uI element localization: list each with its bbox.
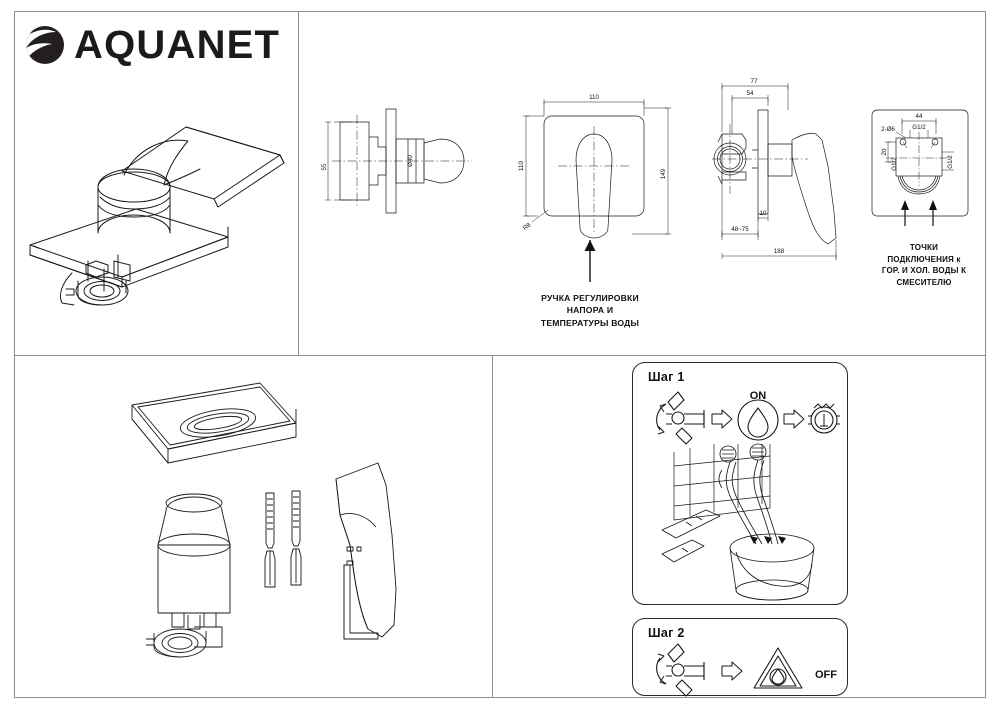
aquanet-sphere-icon bbox=[22, 22, 68, 68]
divider-vertical-bottom bbox=[492, 356, 493, 697]
brand-name: AQUANET bbox=[74, 23, 281, 67]
handle-caption-line-3: ТЕМПЕРАТУРЫ ВОДЫ bbox=[540, 317, 640, 328]
concealed-valve-body-icon bbox=[146, 493, 231, 658]
thread-right-text: G1/2 bbox=[947, 155, 954, 169]
arrow-right-icon bbox=[783, 409, 805, 429]
parts-exploded-view bbox=[110, 375, 420, 658]
dim-110-left-text: 110 bbox=[518, 161, 525, 171]
allen-key-icon bbox=[343, 564, 379, 640]
dim-48-75-text: 48~75 bbox=[731, 226, 749, 233]
arrow-right-icon bbox=[721, 661, 743, 681]
step-2-icon-row: OFF bbox=[648, 643, 838, 697]
cartridge-side-section: 55 Ø40 bbox=[312, 95, 492, 225]
step-2-box bbox=[632, 618, 848, 696]
dim-77-text: 77 bbox=[751, 78, 758, 85]
connection-caption-line-1: ТОЧКИ bbox=[909, 243, 939, 252]
step-2-label: Шаг 2 bbox=[648, 626, 685, 640]
dim-55-text: 55 bbox=[321, 163, 328, 170]
dim-44-text: 44 bbox=[916, 113, 923, 120]
thread-top-text: G1/2 bbox=[912, 124, 926, 131]
grub-screw-icon bbox=[346, 546, 362, 566]
dim-20-text: 20 bbox=[881, 148, 888, 155]
handle-caption-line-2: НАПОРА И bbox=[566, 305, 614, 316]
water-drop-on-icon: ON bbox=[737, 390, 779, 441]
dim-r8-text: R8 bbox=[522, 221, 533, 232]
dim-d40-text: Ø40 bbox=[407, 155, 414, 167]
brand-logo: AQUANET bbox=[22, 22, 280, 68]
valve-open-icon bbox=[656, 391, 705, 445]
dim-149-text: 149 bbox=[660, 168, 667, 179]
divider-vertical-top bbox=[298, 12, 299, 355]
water-connection-points-view: 44 G1/2 2-Ø6 20 G1/ bbox=[866, 104, 976, 234]
holes-2x6-text: 2-Ø6 bbox=[881, 126, 895, 133]
handle-caption-line-1: РУЧКА РЕГУЛИРОВКИ bbox=[541, 293, 639, 303]
thread-left-text: G1/2 bbox=[891, 157, 898, 171]
dim-188-text: 188 bbox=[774, 248, 785, 255]
mixer-profile-view: 77 54 bbox=[696, 62, 876, 272]
dim-54-text: 54 bbox=[747, 90, 754, 97]
sheet-border bbox=[14, 11, 986, 698]
long-screw-icon bbox=[265, 490, 301, 549]
outlet-stub-icon bbox=[719, 443, 767, 463]
product-perspective-view bbox=[18, 105, 298, 306]
connection-caption-line-4: СМЕСИТЕЛЮ bbox=[896, 277, 952, 287]
connection-caption-line-2: ПОДКЛЮЧЕНИЯ к bbox=[887, 254, 961, 264]
escutcheon-front-view: 110 110 149 R8 bbox=[508, 82, 688, 242]
divider-horizontal-main bbox=[15, 355, 985, 356]
connection-caption: ТОЧКИ ПОДКЛЮЧЕНИЯ к ГОР. И ХОЛ. ВОДЫ К С… bbox=[865, 242, 983, 288]
connection-caption-line-3: ГОР. И ХОЛ. ВОДЫ К bbox=[881, 266, 967, 276]
short-screw-icon bbox=[264, 548, 302, 588]
dim-10-text: 10 bbox=[760, 210, 767, 217]
warning-drop-off-icon bbox=[753, 647, 803, 689]
dim-110-top-text: 110 bbox=[589, 94, 599, 101]
step-1-icon-row: ON bbox=[648, 390, 840, 452]
step-1-label: Шаг 1 bbox=[648, 370, 685, 384]
step-2-state-text: OFF bbox=[815, 669, 837, 681]
pipe-flush-bucket-icon bbox=[661, 443, 842, 601]
handle-caption: РУЧКА РЕГУЛИРОВКИ НАПОРА И ТЕМПЕРАТУРЫ В… bbox=[500, 292, 680, 329]
thermometer-icon bbox=[808, 403, 840, 434]
handle-lever-icon bbox=[335, 462, 397, 638]
arrow-right-icon bbox=[711, 409, 733, 429]
valve-close-icon bbox=[656, 643, 705, 697]
step-1-state-text: ON bbox=[750, 390, 767, 402]
rectangular-cover-plate-icon bbox=[131, 382, 297, 464]
handle-caption-arrow-icon bbox=[578, 240, 602, 288]
